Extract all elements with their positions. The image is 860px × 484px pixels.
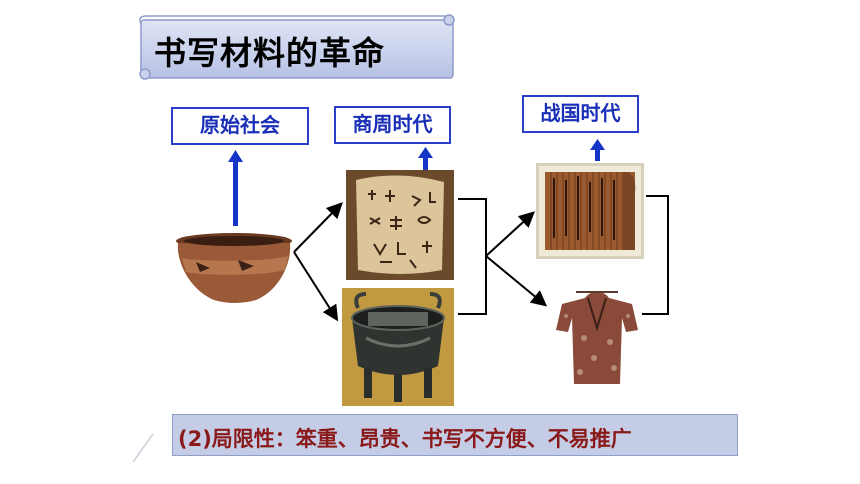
connector-to-bamboo xyxy=(485,211,535,257)
bracket-shang-zhou xyxy=(458,198,487,315)
limitation-note-box xyxy=(172,414,738,456)
bronze-ding-image xyxy=(342,288,454,406)
decorative-slash xyxy=(132,433,154,463)
up-arrow-warring-states xyxy=(590,139,605,161)
oracle-bone-image xyxy=(346,170,454,280)
connector-pot-to-ding xyxy=(293,251,339,322)
title-scroll-banner xyxy=(139,14,455,80)
bronze-vessel-icon xyxy=(342,288,454,406)
oracle-bone-icon xyxy=(346,170,454,280)
up-arrow-primitive xyxy=(228,150,243,226)
silk-garment-image xyxy=(556,291,638,384)
painted-pottery-pot xyxy=(176,233,292,303)
era-label-primitive: 原始社会 xyxy=(171,107,309,145)
era-label-warring-states: 战国时代 xyxy=(522,95,639,133)
connector-to-silk xyxy=(485,255,548,307)
up-arrow-shang-zhou xyxy=(418,147,433,170)
connector-pot-to-bone xyxy=(293,202,343,253)
era-label-shang-zhou: 商周时代 xyxy=(334,106,451,144)
bracket-warring-states xyxy=(642,195,669,315)
bamboo-slips-image xyxy=(536,163,644,259)
bamboo-scroll-icon xyxy=(539,166,641,256)
silk-garment-icon xyxy=(556,291,638,384)
limitation-note-text: (2)局限性：笨重、昂贵、书写不方便、不易推广 xyxy=(178,427,632,451)
page-title: 书写材料的革命 xyxy=(154,34,386,72)
